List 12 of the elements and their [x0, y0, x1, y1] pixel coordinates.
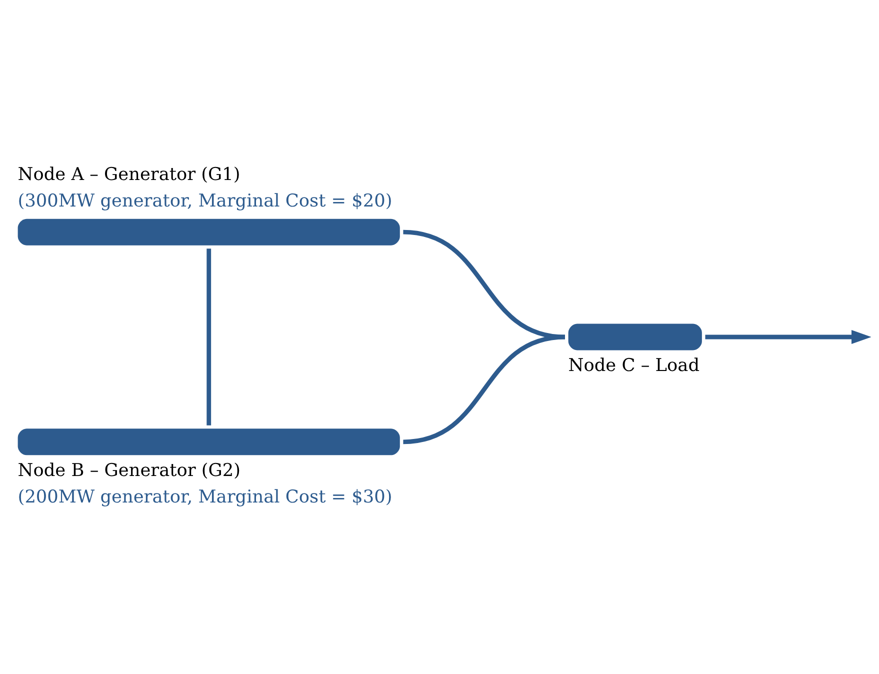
node-label: (200MW generator, Marginal Cost = $30)	[18, 487, 392, 508]
connector	[402, 334, 566, 444]
arrow	[705, 330, 871, 344]
node-label: Node A – Generator (G1)	[18, 164, 240, 185]
node-box	[18, 218, 400, 246]
node-box	[18, 428, 400, 456]
connector	[402, 230, 566, 340]
node-label: (300MW generator, Marginal Cost = $20)	[18, 191, 392, 212]
connector	[206, 248, 212, 426]
node-box	[568, 324, 702, 350]
node-label: Node C – Load	[568, 356, 700, 376]
node-label: Node B – Generator (G2)	[18, 460, 241, 481]
